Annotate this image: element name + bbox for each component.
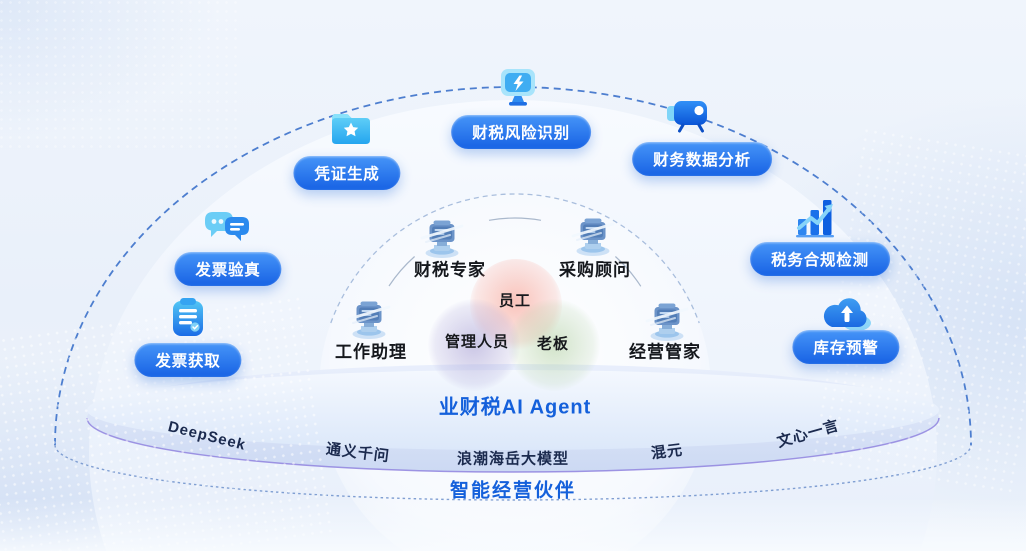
tax-compliance-check-pill: 税务合规检测 <box>750 242 890 276</box>
invoice-verification-pill: 发票验真 <box>174 252 282 286</box>
tax-risk-identification-pill: 财税风险识别 <box>451 115 591 149</box>
user-circle-manager <box>428 299 520 391</box>
agent-label-tax-expert: 财税专家 <box>414 260 486 280</box>
user-label-manager: 管理人员 <box>444 333 510 351</box>
projector-icon <box>663 95 713 135</box>
model-inspur-haiyue: 浪潮海岳大模型 <box>456 450 570 468</box>
invoice-acquisition-pill: 发票获取 <box>134 343 242 377</box>
robot-icon-procurement-advisor <box>571 209 615 257</box>
agent-label-business-manager: 经营管家 <box>629 342 701 362</box>
cloud-upload-icon <box>819 297 875 335</box>
bottom-glow <box>0 498 1026 551</box>
clipboard-icon <box>167 296 209 340</box>
agent-link-arc-right <box>614 256 642 287</box>
bar-chart-icon <box>790 193 842 239</box>
agent-link-arc-left <box>388 256 415 287</box>
model-hunyuan: 混元 <box>650 441 685 463</box>
partner-title: 智能经营伙伴 <box>449 480 577 502</box>
financial-data-analysis-pill: 财务数据分析 <box>632 142 772 176</box>
voucher-generation-pill: 凭证生成 <box>293 156 401 190</box>
user-circle-boss <box>508 299 600 391</box>
platform-title: 业财税AI Agent <box>438 396 592 419</box>
chat-bubbles-icon <box>201 207 253 247</box>
robot-icon-tax-expert <box>420 211 464 259</box>
inventory-alert-pill: 库存预警 <box>792 330 900 364</box>
agent-link-arc-top <box>488 217 542 221</box>
monitor-lightning-icon <box>496 67 540 109</box>
agent-label-procurement-advisor: 采购顾问 <box>559 260 631 280</box>
user-label-employee: 员工 <box>498 292 532 310</box>
user-circle-employee <box>470 259 562 351</box>
robot-icon-work-assistant <box>347 292 391 340</box>
user-label-boss: 老板 <box>536 335 570 353</box>
robot-icon-business-manager <box>645 294 689 342</box>
folder-star-icon <box>327 109 375 149</box>
agent-label-work-assistant: 工作助理 <box>335 342 407 362</box>
inner-dashed-arc <box>330 193 700 324</box>
outer-dashed-arc <box>54 86 972 446</box>
